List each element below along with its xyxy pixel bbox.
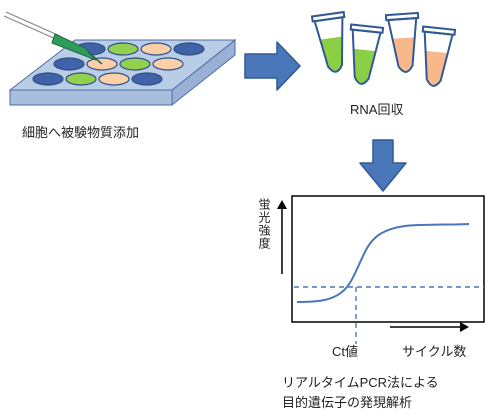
- amplification-chart: [277, 195, 485, 344]
- arrow-down-icon: [359, 139, 407, 192]
- x-axis-arrowhead: [460, 322, 469, 332]
- plate-side: [9, 89, 173, 106]
- caption-line-1: リアルタイムPCR法による: [282, 375, 439, 390]
- wells: [32, 42, 205, 86]
- plate-well: [98, 72, 130, 86]
- plate-well: [119, 57, 151, 71]
- plate-well: [32, 72, 64, 86]
- y-axis-label: 蛍光強度: [257, 198, 271, 250]
- rna-tube-icon: [349, 23, 385, 85]
- chart-frame: [291, 195, 485, 323]
- ct-value-label: Ct値: [332, 344, 359, 359]
- x-axis-label: サイクル数: [402, 344, 467, 359]
- plate-well: [173, 42, 205, 56]
- plate-well: [131, 72, 163, 86]
- rna-tube-icon: [384, 11, 420, 73]
- pipette-icon: [3, 11, 103, 65]
- step1-label: 細胞へ被験物質添加: [22, 125, 140, 140]
- plate-well: [152, 57, 184, 71]
- plate-well: [53, 57, 85, 71]
- plate-well: [107, 42, 139, 56]
- caption-line-2: 目的遺伝子の発現解析: [282, 395, 413, 410]
- rna-tube-icon: [421, 25, 457, 87]
- amplification-curve: [296, 223, 470, 303]
- well-plate: [8, 38, 237, 107]
- tubes: [310, 10, 457, 87]
- step2-label: RNA回収: [350, 102, 404, 117]
- plate-well: [65, 72, 97, 86]
- caption: リアルタイムPCR法による 目的遺伝子の発現解析: [282, 373, 439, 413]
- arrow-right-icon: [244, 41, 301, 91]
- y-axis-arrowhead: [277, 200, 287, 209]
- rna-tube-icon: [310, 10, 346, 73]
- plate-well: [140, 42, 172, 56]
